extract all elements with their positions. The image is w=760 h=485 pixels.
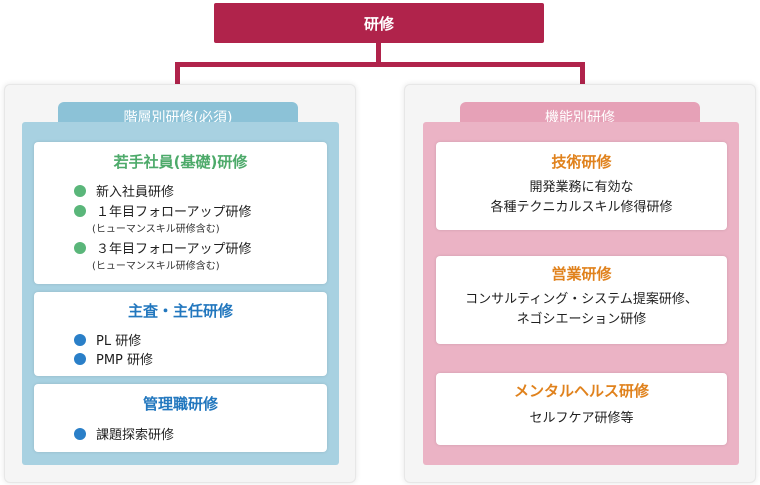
root-node: 研修 [214,3,544,43]
card-title-young-staff: 若手社員(基礎)研修 [113,153,248,171]
list-item-label: PL 研修 [96,334,142,349]
list-item: ３年目フォローアップ研修 [74,238,251,257]
list-item: PL 研修 [74,330,141,349]
bullet-dot [74,352,86,365]
card-title-management: 管理職研修 [142,395,218,413]
bullet-dot [74,427,86,440]
bullet-dot [74,204,86,217]
list-item: PMP 研修 [74,349,153,368]
list-item-label: 新入社員研修 [96,185,175,200]
card-title-mental-health: メンタルヘルス研修 [513,382,649,400]
card-management: 管理職研修 課題探索研修 [34,384,327,452]
card-desc-line: 開発業務に有効な [529,180,634,195]
card-desc-line: ネゴシエーション研修 [516,312,647,327]
card-chief-staff: 主査・主任研修 PL 研修 PMP 研修 [34,292,327,376]
list-item-label: PMP 研修 [96,353,154,368]
connector-vertical-root [376,43,381,66]
root-label: 研修 [363,14,394,33]
card-title-sales: 営業研修 [551,265,612,283]
connector-vertical-left [175,62,180,86]
card-young-staff: 若手社員(基礎)研修 新入社員研修 １年目フォローアップ研修 (ヒューマンスキル… [34,142,327,284]
list-item-label: ３年目フォローアップ研修 [96,242,252,257]
card-desc-line: コンサルティング・システム提案研修、 [465,292,698,307]
list-item-label: 課題探索研修 [96,428,175,443]
card-desc-line: 各種テクニカルスキル修得研修 [490,200,673,215]
list-item: １年目フォローアップ研修 [74,201,251,220]
bullet-dot [74,184,86,197]
card-technical: 技術研修 開発業務に有効な 各種テクニカルスキル修得研修 [436,142,727,230]
list-item: 新入社員研修 [74,181,174,200]
card-title-chief-staff: 主査・主任研修 [127,302,233,320]
card-desc-line: セルフケア研修等 [529,411,634,426]
bullet-dot [74,333,86,346]
card-sales: 営業研修 コンサルティング・システム提案研修、 ネゴシエーション研修 [436,256,727,344]
connector-horizontal [175,62,585,67]
list-item-note: (ヒューマンスキル研修含む) [92,261,220,272]
connector-vertical-right [580,62,585,86]
list-item-note: (ヒューマンスキル研修含む) [92,224,220,235]
bullet-dot [74,241,86,254]
list-item: 課題探索研修 [74,424,174,443]
card-title-technical: 技術研修 [551,153,612,171]
list-item-label: １年目フォローアップ研修 [96,205,252,220]
card-mental-health: メンタルヘルス研修 セルフケア研修等 [436,373,727,445]
